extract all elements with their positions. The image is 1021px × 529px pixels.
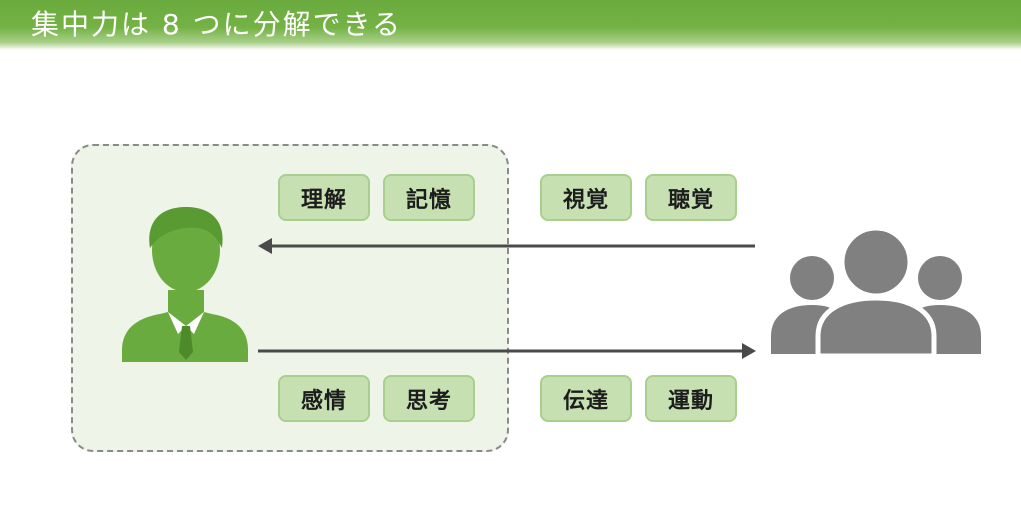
chip-communication: 伝達 bbox=[540, 375, 632, 422]
person-icon bbox=[122, 207, 248, 362]
group-icon bbox=[771, 225, 981, 359]
chip-vision: 視覚 bbox=[540, 174, 632, 221]
title-bar: 集中力は 8 つに分解できる bbox=[0, 0, 1021, 50]
chip-movement: 運動 bbox=[645, 375, 737, 422]
chip-memory: 記憶 bbox=[383, 174, 475, 221]
chip-hearing: 聴覚 bbox=[645, 174, 737, 221]
chip-understanding: 理解 bbox=[278, 174, 370, 221]
outgoing-arrow bbox=[258, 343, 756, 359]
chip-emotion: 感情 bbox=[278, 375, 370, 422]
chip-thinking: 思考 bbox=[383, 375, 475, 422]
incoming-arrow bbox=[258, 238, 755, 254]
slide-title: 集中力は 8 つに分解できる bbox=[31, 8, 403, 41]
